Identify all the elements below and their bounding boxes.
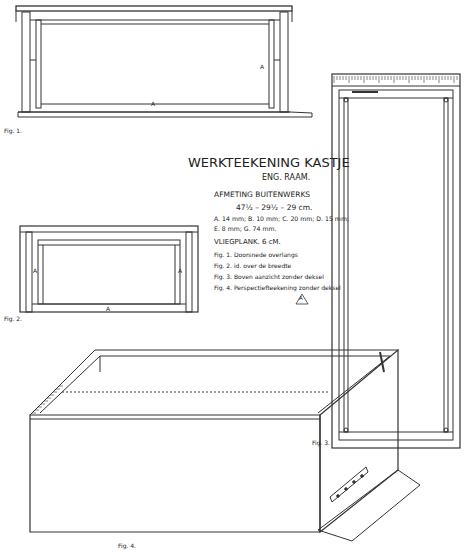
figure-note: Fig. 1. Doorsnede overlangs (214, 252, 298, 258)
edge-hatch (32, 413, 36, 414)
figure-note: Fig. 2. id. over de breedte (214, 263, 291, 269)
edge-hatch (53, 392, 57, 393)
figure-note: Fig. 3. Boven aanzicht zonder deksel (214, 274, 324, 280)
ruler-tick (433, 76, 434, 80)
ruler-tick (445, 76, 446, 80)
ruler-tick (358, 76, 359, 80)
ruler-tick (373, 76, 374, 80)
ruler-tick (442, 76, 443, 80)
dimension: E. 8 mm; G. 74 mm. (214, 226, 276, 232)
ruler-tick (454, 76, 455, 83)
part-letter: A (260, 64, 264, 70)
ruler-tick (424, 76, 425, 83)
ruler-tick (421, 76, 422, 80)
ruler-tick (457, 76, 458, 80)
edge-hatch (41, 404, 45, 405)
ruler-tick (412, 76, 413, 80)
edge-hatch (56, 389, 60, 390)
ruler-tick (409, 76, 410, 83)
edge-hatch (59, 386, 63, 387)
drawing-title: WERKTEEKENING KASTJE (188, 156, 350, 169)
part-letter: A (33, 268, 37, 274)
ruler-tick (436, 76, 437, 80)
ruler-tick (355, 76, 356, 80)
ruler-tick (379, 76, 380, 83)
figure-label: Fig. 4. (118, 543, 136, 549)
ruler-tick (349, 76, 350, 83)
ruler-tick (364, 76, 365, 83)
ruler-tick (418, 76, 419, 80)
ruler-tick (400, 76, 401, 80)
ruler-tick (451, 76, 452, 80)
ruler-tick (370, 76, 371, 80)
ruler-tick (403, 76, 404, 80)
ruler-tick (439, 76, 440, 83)
ruler-tick (376, 76, 377, 80)
ruler-tick (346, 76, 347, 80)
dimension: 47½ – 29½ – 29 cm. (236, 204, 312, 212)
ruler-tick (382, 76, 383, 80)
ruler-tick (391, 76, 392, 80)
ruler-tick (334, 76, 335, 83)
ruler-tick (343, 76, 344, 80)
ruler-tick (340, 76, 341, 80)
ruler-tick (367, 76, 368, 80)
ruler-tick (397, 76, 398, 80)
heading-note: AFMETING BUITENWERKS (214, 191, 310, 199)
ruler-tick (415, 76, 416, 80)
edge-hatch (50, 395, 54, 396)
dimension: A. 14 mm; B. 10 mm; C. 20 mm; D. 15 mm; (214, 216, 349, 222)
longitudinal-section (16, 6, 312, 117)
ruler-tick (361, 76, 362, 80)
edge-hatch (35, 410, 39, 411)
part-letter: A (106, 306, 110, 312)
mark-triangle (296, 294, 308, 304)
ruler-tick (448, 76, 449, 80)
edge-hatch (47, 398, 51, 399)
figure-note: Fig. 4. Perspectiefteekening zonder deks… (214, 285, 341, 291)
sub-title: ENG. RAAM. (262, 174, 310, 182)
mark-letter: A (299, 296, 303, 302)
part-letter: A (151, 101, 155, 107)
ruler-tick (337, 76, 338, 80)
ruler-tick (406, 76, 407, 80)
dimension: VLIEGPLANK. 6 cM. (214, 239, 281, 246)
edge-hatch (44, 401, 48, 402)
perspective-view (30, 350, 420, 541)
figure-label: Fig. 2. (4, 316, 22, 322)
ruler-tick (394, 76, 395, 83)
top-view (332, 74, 460, 448)
edge-hatch (38, 407, 42, 408)
ruler-tick (388, 76, 389, 80)
ruler-tick (430, 76, 431, 80)
cross-section (20, 226, 198, 312)
part-letter: A (178, 268, 182, 274)
ruler-tick (427, 76, 428, 80)
figure-label: Fig. 3. (312, 440, 330, 446)
ruler-tick (352, 76, 353, 80)
ruler-tick (385, 76, 386, 80)
figure-label: Fig. 1. (4, 128, 22, 134)
